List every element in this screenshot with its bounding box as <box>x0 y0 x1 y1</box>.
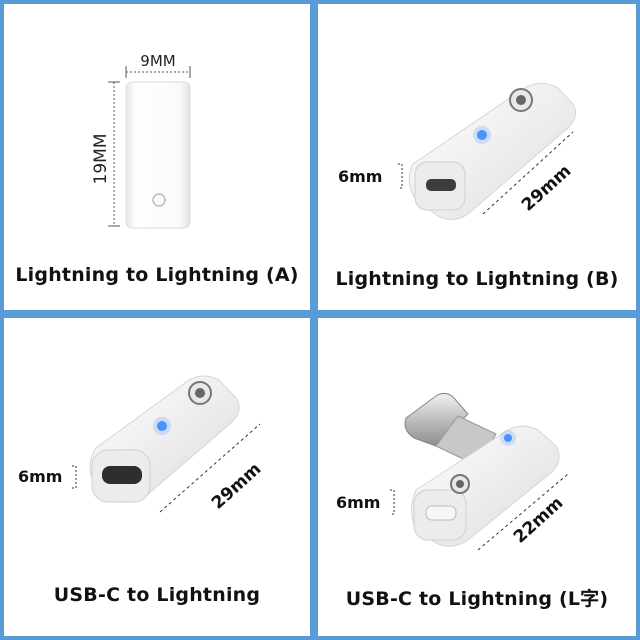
panel-usbc-l: 6mm 22mm USB-C to Lightning (L字) <box>318 318 636 636</box>
caption: USB-C to Lightning <box>53 584 261 606</box>
width-label: 9MM <box>140 52 175 70</box>
adapter-a-body <box>125 81 191 229</box>
caption: USB-C to Lightning (L字) <box>345 588 609 610</box>
adapter-l-illustration: 6mm 22mm <box>336 392 569 551</box>
panel-lightning-b: 6mm 29mm Lightning to Lightning (B) <box>318 4 636 310</box>
thickness-label: 6mm <box>336 493 380 512</box>
adapter-b-port <box>426 179 456 191</box>
panel-lightning-a: 9MM 19MM Lightning to Lightning (A) <box>4 4 310 310</box>
adapter-c-port <box>102 466 142 484</box>
length-label: 29mm <box>208 459 265 513</box>
adapter-a-button <box>152 193 166 207</box>
adapter-a-illustration: 9MM 19MM <box>91 52 191 229</box>
height-label: 19MM <box>91 134 111 185</box>
adapter-l-port <box>425 505 457 521</box>
caption: Lightning to Lightning (A) <box>15 264 299 286</box>
thickness-label: 6mm <box>18 467 62 486</box>
length-label: 22mm <box>510 493 567 547</box>
thickness-label: 6mm <box>338 167 382 186</box>
led-indicator <box>157 421 167 431</box>
caption: Lightning to Lightning (B) <box>335 268 619 290</box>
adapter-b-illustration: 6mm 29mm <box>338 82 577 220</box>
length-label: 29mm <box>518 161 575 215</box>
adapter-c-illustration: 6mm 29mm <box>18 375 265 513</box>
usbc-plug <box>404 392 469 447</box>
led-indicator <box>504 434 512 442</box>
led-indicator <box>477 130 487 140</box>
panel-usbc: 6mm 29mm USB-C to Lightning <box>4 318 310 636</box>
